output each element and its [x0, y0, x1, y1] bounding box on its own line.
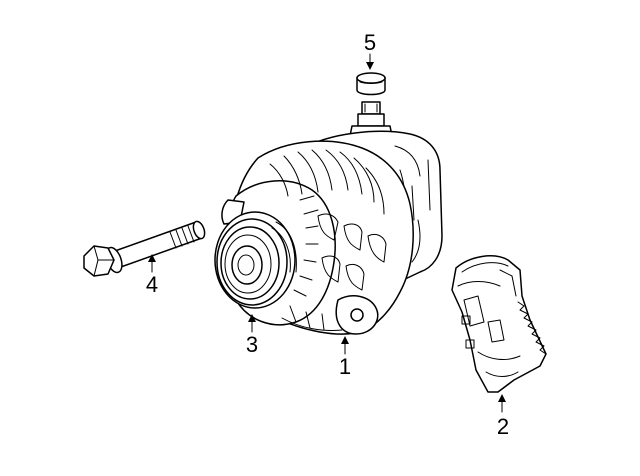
- callout-5-label: 5: [364, 30, 376, 55]
- callout-3-label: 3: [246, 332, 258, 357]
- terminal-cap-icon: [356, 72, 386, 96]
- callout-1-label: 1: [339, 354, 351, 379]
- callout-3[interactable]: [248, 314, 256, 333]
- callout-4-label: 4: [146, 272, 158, 297]
- pulley-icon: [214, 211, 297, 309]
- bolt-icon: [83, 220, 206, 277]
- callout-1[interactable]: [341, 336, 349, 355]
- callout-4[interactable]: [148, 254, 156, 273]
- regulator-icon: [451, 255, 547, 393]
- callout-5[interactable]: [366, 53, 374, 70]
- callout-2[interactable]: [498, 394, 506, 413]
- callout-2-label: 2: [497, 414, 509, 439]
